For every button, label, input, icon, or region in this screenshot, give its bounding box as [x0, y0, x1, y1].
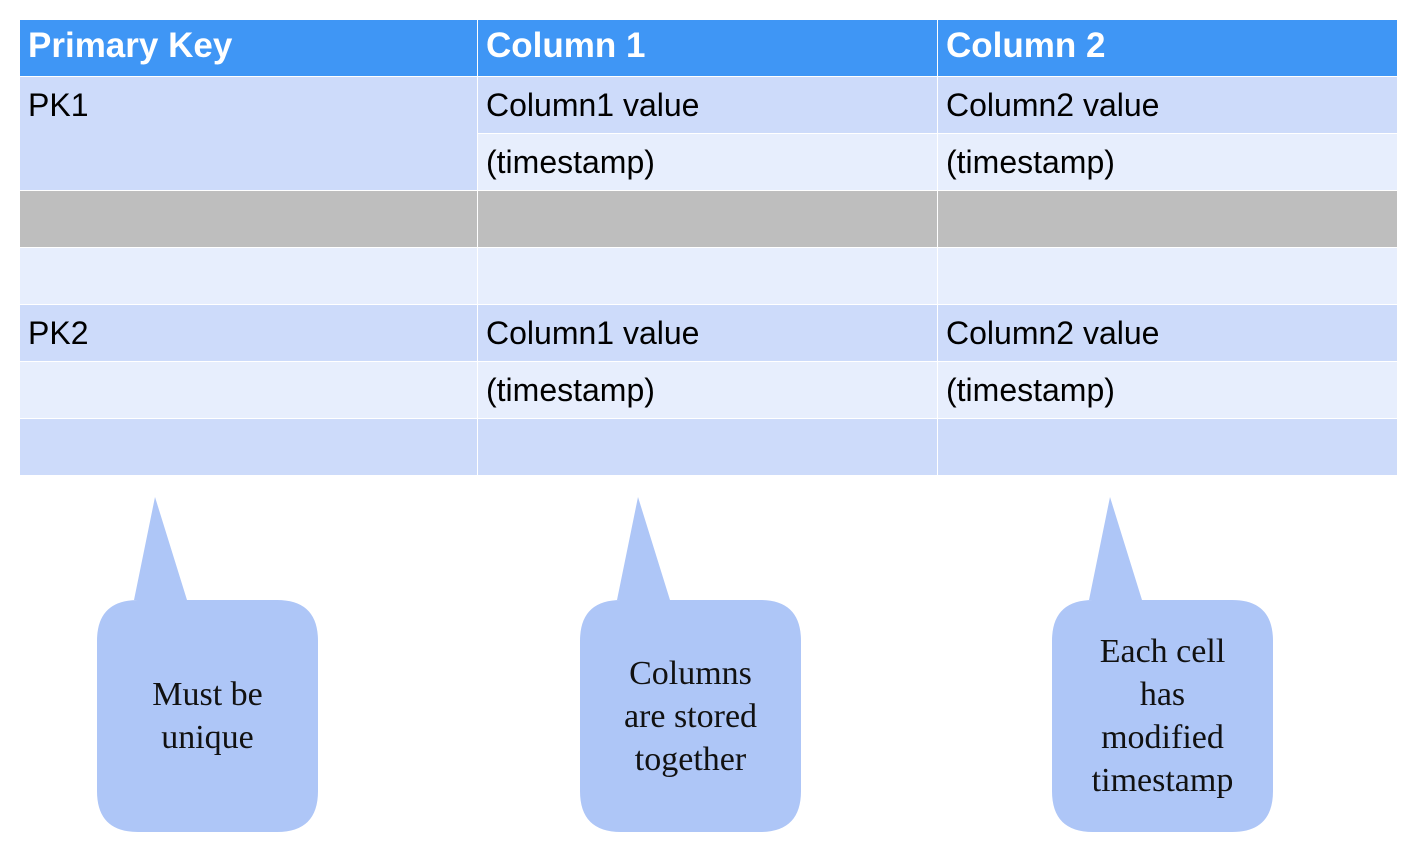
callout-bubble-primary-key — [97, 497, 318, 832]
header-column-2: Column 2 — [938, 20, 1397, 77]
table-cell — [20, 133, 478, 191]
data-table: Primary Key Column 1 Column 2 PK1 Column… — [20, 20, 1397, 476]
callout-text-stored-together: Columns are stored together — [623, 654, 758, 778]
table-cell — [478, 248, 938, 305]
table-cell — [20, 362, 478, 419]
header-column-1: Column 1 — [478, 20, 938, 77]
table-cell: Column2 value — [938, 305, 1397, 362]
callout-bubble-timestamp — [1052, 497, 1273, 832]
header-primary-key: Primary Key — [20, 20, 478, 77]
table-cell: PK2 — [20, 305, 478, 362]
table-cell: (timestamp) — [478, 134, 938, 191]
table-cell — [20, 419, 478, 476]
callout-text-modified-timestamp: Each cell has modified timestamp — [1091, 633, 1234, 799]
table-cell: Column1 value — [478, 305, 938, 362]
table-cell — [478, 191, 938, 248]
table-cell — [938, 191, 1397, 248]
table-cell: (timestamp) — [938, 134, 1397, 191]
table-cell — [938, 248, 1397, 305]
callout-bubble-columns — [580, 497, 801, 832]
table-cell: (timestamp) — [938, 362, 1397, 419]
callout-text-unique: Must be unique — [152, 676, 263, 756]
table-cell: Column2 value — [938, 77, 1397, 134]
table-cell — [478, 419, 938, 476]
table-cell: Column1 value — [478, 77, 938, 134]
table-cell — [20, 248, 478, 305]
table-cell — [20, 191, 478, 248]
table-cell — [938, 419, 1397, 476]
table-cell: (timestamp) — [478, 362, 938, 419]
